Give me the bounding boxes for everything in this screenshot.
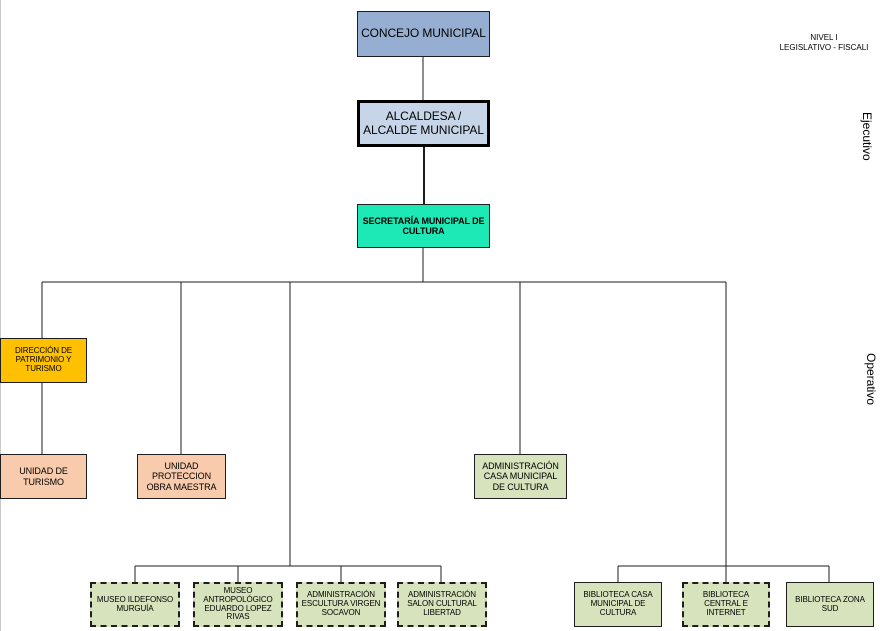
level-label-nivel-1: NIVEL I LEGISLATIVO - FISCALI	[768, 33, 880, 52]
node-unidad-turismo: UNIDAD DE TURISMO	[0, 454, 87, 499]
node-unidad-proteccion-obra-maestra: UNIDAD PROTECCION OBRA MAESTRA	[137, 454, 226, 499]
node-museo-antropologico: MUSEO ANTROPOLÓGICO EDUARDO LOPEZ RIVAS	[193, 582, 283, 627]
node-administracion-salon-cultural: ADMINISTRACIÓN SALON CULTURAL LIBERTAD	[397, 582, 487, 627]
page-left-border	[0, 0, 1, 631]
level-nivel-line2: LEGISLATIVO - FISCALI	[779, 42, 869, 52]
node-biblioteca-casa-cultura: BIBLIOTECA CASA MUNICIPAL DE CULTURA	[574, 582, 662, 627]
node-museo-ildefonso-murguia: MUSEO ILDEFONSO MURGUÍA	[90, 582, 180, 627]
node-administracion-escultura: ADMINISTRACIÓN ESCULTURA VIRGEN SOCAVON	[296, 582, 386, 627]
node-concejo-municipal: CONCEJO MUNICIPAL	[357, 11, 490, 57]
node-direccion-patrimonio-turismo: DIRECCIÓN DE PATRIMONIO Y TURISMO	[0, 338, 87, 383]
node-secretaria-cultura: SECRETARÍA MUNICIPAL DE CULTURA	[357, 204, 490, 248]
level-label-operativo: Operativo	[864, 353, 878, 406]
node-biblioteca-central-internet: BIBLIOTECA CENTRAL E INTERNET	[682, 582, 770, 627]
level-nivel-line1: NIVEL I	[810, 33, 838, 42]
node-alcaldesa-alcalde: ALCALDESA / ALCALDE MUNICIPAL	[357, 100, 490, 147]
level-label-ejecutivo: Ejecutivo	[860, 112, 874, 161]
node-biblioteca-zona-sud: BIBLIOTECA ZONA SUD	[786, 582, 874, 627]
node-administracion-casa-cultura: ADMINISTRACIÓN CASA MUNICIPAL DE CULTURA	[474, 454, 567, 499]
